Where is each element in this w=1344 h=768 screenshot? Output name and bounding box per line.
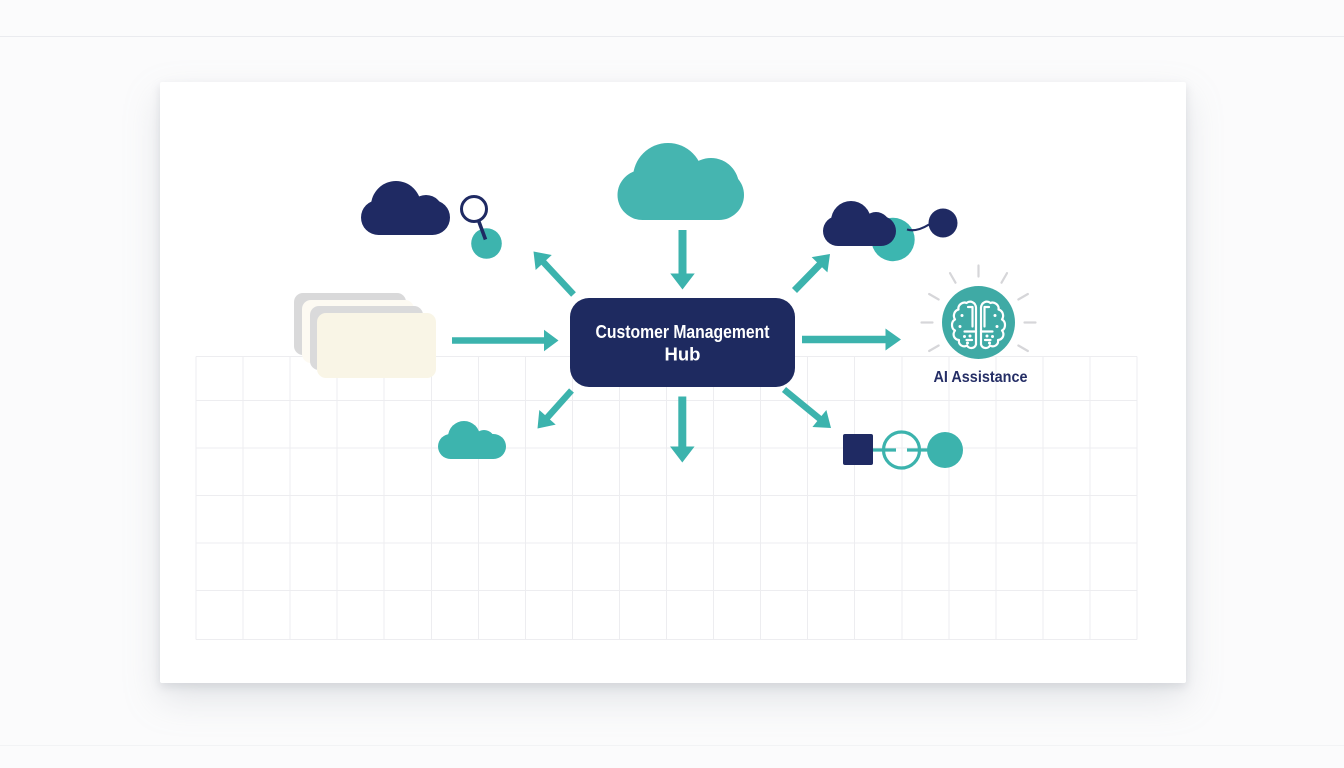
svg-text:Customer Management: Customer Management — [596, 321, 770, 342]
svg-text:Hub: Hub — [665, 344, 701, 365]
svg-text:AI Assistance: AI Assistance — [934, 369, 1028, 386]
